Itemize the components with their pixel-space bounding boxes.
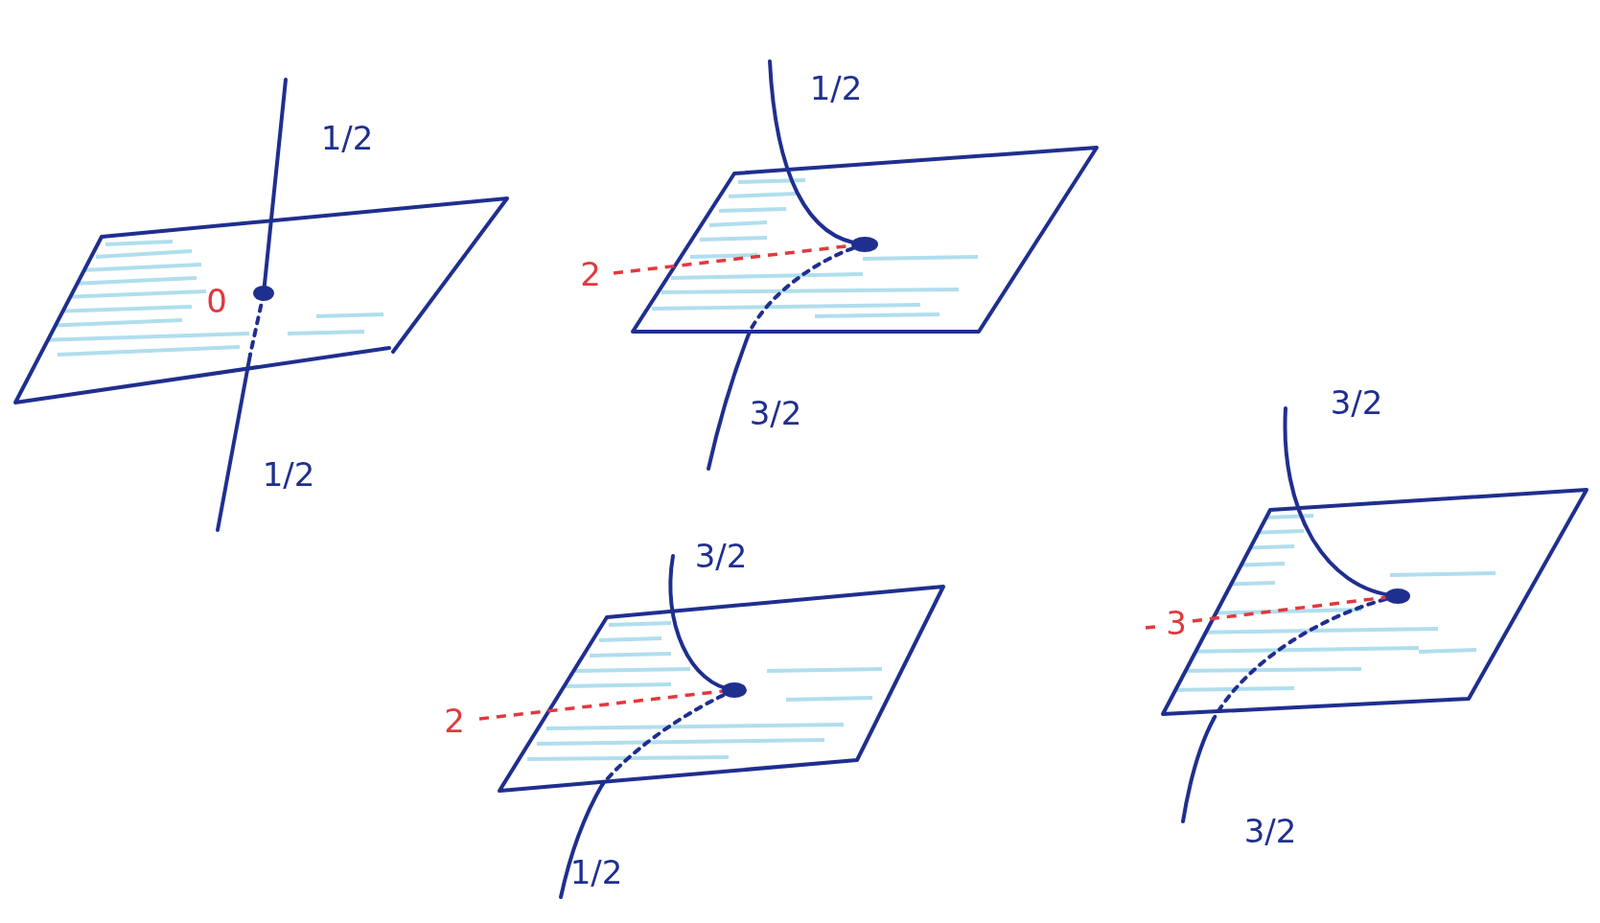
red-dashed-line — [479, 244, 1396, 719]
weight-label: 3/2 — [745, 394, 807, 432]
weight-label: 1/2 — [317, 119, 378, 157]
multiplicity-label: 2 — [576, 255, 605, 293]
multiplicity-label: 2 — [440, 702, 469, 740]
endpoint-dot — [253, 236, 1411, 698]
string-line — [217, 61, 1398, 898]
multiplicity-label: 3 — [1161, 604, 1191, 642]
weight-label: 3/2 — [1240, 812, 1301, 850]
weight-label: 1/2 — [566, 854, 627, 891]
weight-label: 1/2 — [806, 69, 867, 107]
weight-label: 1/2 — [258, 456, 320, 493]
multiplicity-label: 0 — [202, 282, 232, 320]
weight-label: 3/2 — [691, 537, 752, 575]
weight-label: 3/2 — [1326, 384, 1388, 421]
plane-shading — [38, 180, 1496, 760]
plane-outline — [15, 147, 1587, 791]
